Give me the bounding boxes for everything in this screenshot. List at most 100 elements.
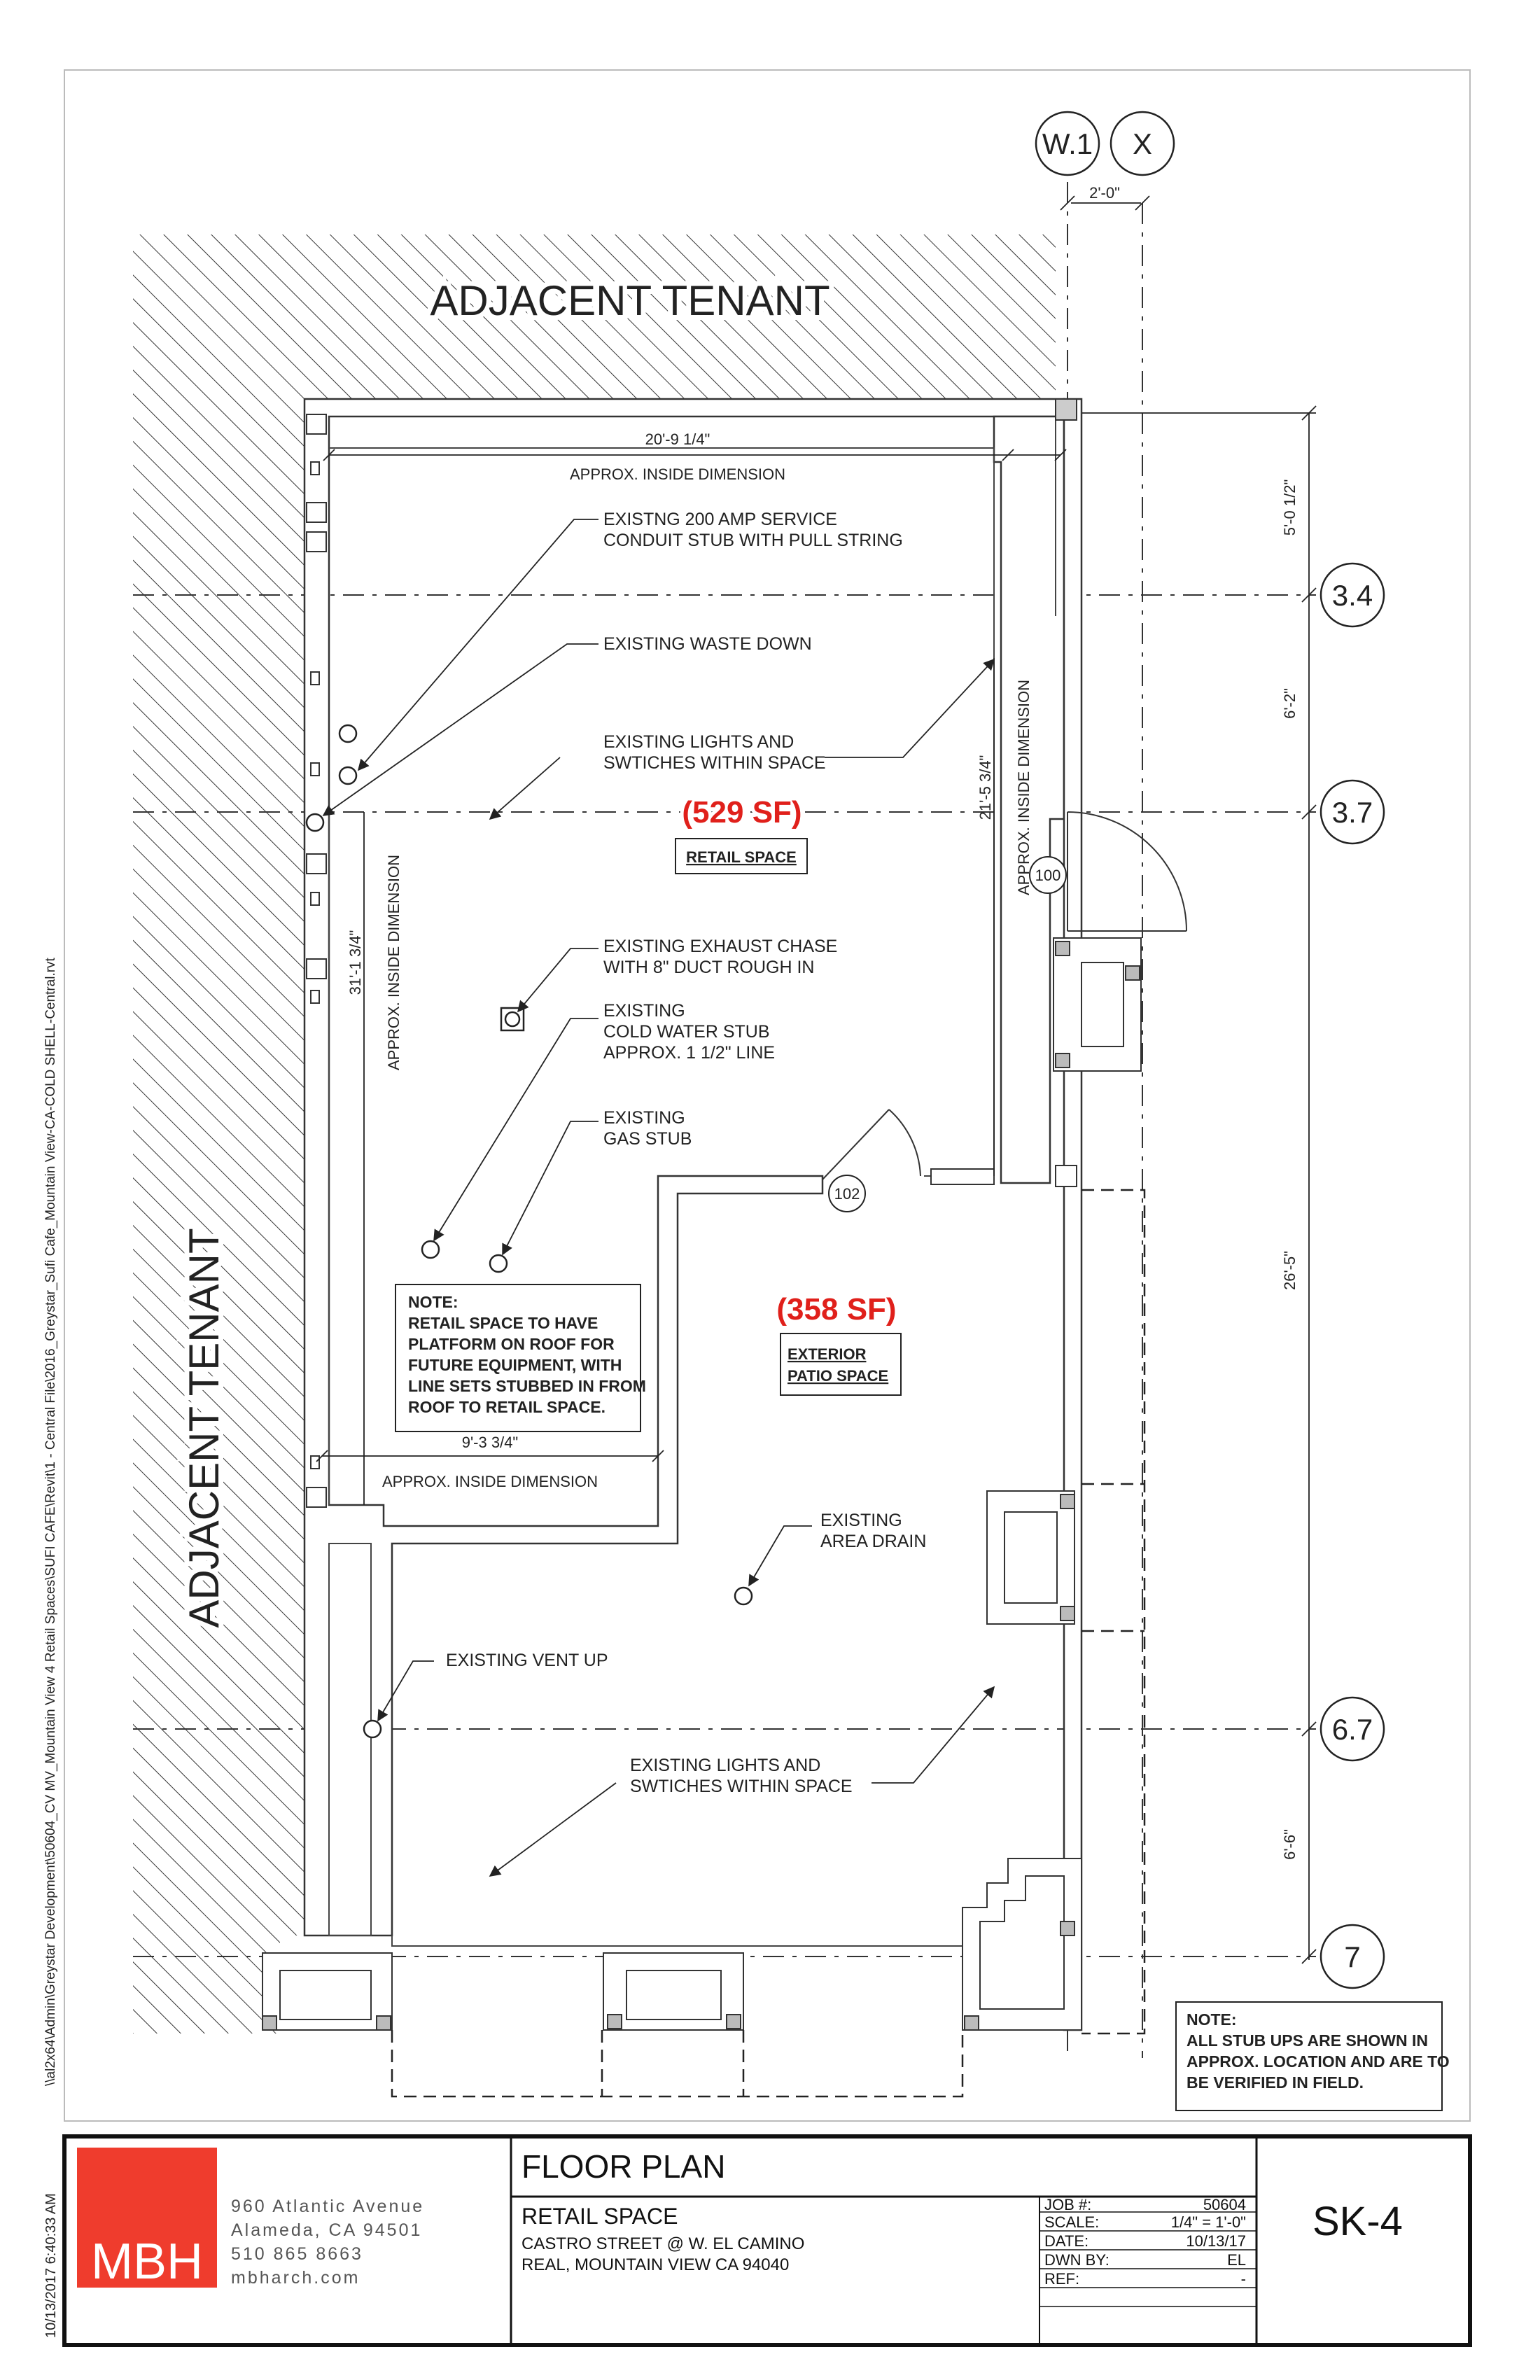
grid-bubbles	[1035, 111, 1385, 1989]
mbh-logo: MBH	[91, 2234, 203, 2290]
field-date-label: DATE:	[1044, 2232, 1089, 2250]
dim-approx-bottom: APPROX. INSIDE DIMENSION	[382, 1473, 598, 1490]
grid-bubble-3-4	[1320, 562, 1385, 628]
grid-label-7: 7	[1344, 1940, 1360, 1973]
roof-note-box	[395, 1284, 641, 1432]
dim-r1: 5'-0 1/2"	[1281, 479, 1298, 536]
gas-stub	[489, 1254, 508, 1273]
dashed-canopy	[391, 1189, 1146, 2098]
roof-note-line-1: RETAIL SPACE TO HAVE	[408, 1314, 598, 1332]
window-sill-102	[930, 1168, 995, 1185]
grid-bubble-3-7	[1320, 779, 1385, 845]
dim-r4: 6'-6"	[1281, 1829, 1298, 1860]
grid-bubble-7	[1320, 1924, 1385, 1989]
callout-cold-3: APPROX. 1 1/2" LINE	[603, 1043, 775, 1063]
sheet-border	[64, 69, 1471, 2122]
retail-name-box	[675, 838, 808, 874]
wall-column-squares	[306, 398, 1077, 1508]
grid-bubble-6-7	[1320, 1696, 1385, 1762]
mbh-logo-bg	[77, 2148, 217, 2288]
dim-bottom-width: 9'-3 3/4"	[462, 1434, 519, 1451]
field-job-label: JOB #:	[1044, 2196, 1092, 2213]
door-102	[822, 1109, 921, 1180]
grid-label-3-4: 3.4	[1332, 579, 1373, 612]
patio-area-label: (358 SF)	[776, 1292, 896, 1326]
existing-fixtures	[305, 724, 753, 1739]
callout-waste: EXISTING WASTE DOWN	[603, 634, 812, 654]
service-stub	[338, 724, 358, 743]
dim-2-0: 2'-0"	[1089, 184, 1120, 202]
callout-drain-2: AREA DRAIN	[820, 1532, 926, 1551]
dim-left-depth: 31'-1 3/4"	[346, 930, 364, 995]
address-line-0: 960 Atlantic Avenue	[231, 2197, 425, 2216]
callout-service-2: CONDUIT STUB WITH PULL STRING	[603, 531, 903, 550]
project-location-2: REAL, MOUNTAIN VIEW CA 94040	[522, 2255, 790, 2274]
field-ref-label: REF:	[1044, 2270, 1080, 2288]
callout-cold-2: COLD WATER STUB	[603, 1022, 770, 1042]
field-scale-label: SCALE:	[1044, 2213, 1100, 2231]
room-tag-102-circle	[828, 1175, 866, 1212]
callout-gas-2: GAS STUB	[603, 1129, 692, 1149]
dim-r2: 6'-2"	[1281, 688, 1298, 719]
callout-exhaust-2: WITH 8" DUCT ROUGH IN	[603, 958, 814, 977]
callout-lights-1: EXISTING LIGHTS AND	[603, 732, 794, 752]
roof-note-line-3: FUTURE EQUIPMENT, WITH	[408, 1356, 622, 1374]
grid-bubble-w1	[1035, 111, 1100, 176]
callout-lights-2: SWTICHES WITHIN SPACE	[603, 753, 826, 773]
sheet-number: SK-4	[1312, 2199, 1403, 2244]
grid-label-x: X	[1133, 127, 1152, 160]
stub-note-line-0: NOTE:	[1186, 2010, 1237, 2029]
conduit-circle	[305, 813, 325, 832]
retail-area-label: (529 SF)	[682, 795, 802, 830]
field-dwn-label: DWN BY:	[1044, 2251, 1110, 2269]
dim-approx-top: APPROX. INSIDE DIMENSION	[570, 465, 785, 483]
adjacent-tenant-hatch	[133, 234, 1056, 2033]
address-line-2: 510 865 8663	[231, 2244, 363, 2264]
file-path-text: \\al2x64\Admin\Greystar Development\5060…	[43, 958, 58, 2086]
roof-note-line-2: PLATFORM ON ROOF FOR	[408, 1335, 615, 1353]
roof-note-line-4: LINE SETS STUBBED IN FROM	[408, 1377, 646, 1395]
right-dimension-string	[1060, 195, 1317, 1964]
field-scale-value: 1/4" = 1'-0"	[1170, 2213, 1246, 2231]
grid-label-w1: W.1	[1042, 127, 1093, 160]
stub-note-line-2: APPROX. LOCATION AND ARE TO	[1186, 2052, 1450, 2071]
patio-name-box	[780, 1333, 902, 1396]
grid-label-6-7: 6.7	[1332, 1713, 1373, 1746]
callout-lights2-1: EXISTING LIGHTS AND	[630, 1756, 820, 1775]
dim-r3: 26'-5"	[1281, 1251, 1298, 1290]
address-line-1: Alameda, CA 94501	[231, 2220, 423, 2240]
door-100	[1067, 811, 1187, 932]
inside-dimension-lines	[316, 449, 1067, 1505]
project-name: RETAIL SPACE	[522, 2204, 678, 2229]
callout-gas-1: EXISTING	[603, 1108, 685, 1128]
room-tag-100: 100	[1035, 867, 1061, 884]
adjacent-tenant-top: ADJACENT TENANT	[430, 277, 830, 324]
stub-note-line-1: ALL STUB UPS ARE SHOWN IN	[1186, 2031, 1428, 2050]
stub-note-box	[1175, 2001, 1443, 2111]
dim-right-depth: 21'-5 3/4"	[976, 755, 994, 820]
adjacent-tenant-left: ADJACENT TENANT	[181, 1228, 227, 1628]
roof-note-line-5: ROOF TO RETAIL SPACE.	[408, 1398, 606, 1416]
exterior-piers	[262, 937, 1142, 2031]
wall-notch-marks	[310, 461, 320, 1469]
vent-up	[363, 1719, 382, 1739]
callout-service-1: EXISTNG 200 AMP SERVICE	[603, 510, 837, 529]
field-ref-value: -	[1240, 2270, 1246, 2288]
title-block-frame	[62, 2134, 1472, 2347]
sheet-title: FLOOR PLAN	[522, 2148, 726, 2185]
pier-corner-squares	[262, 941, 1140, 2031]
area-drain	[734, 1586, 753, 1606]
grid-bubble-x	[1110, 111, 1175, 176]
dim-retail-width: 20'-9 1/4"	[645, 430, 710, 448]
callout-lights2-2: SWTICHES WITHIN SPACE	[630, 1777, 853, 1796]
print-date-text: 10/13/2017 6:40:33 AM	[43, 2193, 59, 2338]
callout-leaders	[322, 519, 995, 1877]
roof-note-line-0: NOTE:	[408, 1293, 458, 1311]
room-tag-102: 102	[834, 1185, 860, 1203]
project-location-1: CASTRO STREET @ W. EL CAMINO	[522, 2234, 805, 2253]
field-dwn-value: EL	[1227, 2251, 1246, 2269]
dim-approx-left: APPROX. INSIDE DIMENSION	[385, 855, 402, 1070]
patio-name-2: PATIO SPACE	[788, 1367, 888, 1385]
cold-water-stub	[421, 1240, 440, 1259]
